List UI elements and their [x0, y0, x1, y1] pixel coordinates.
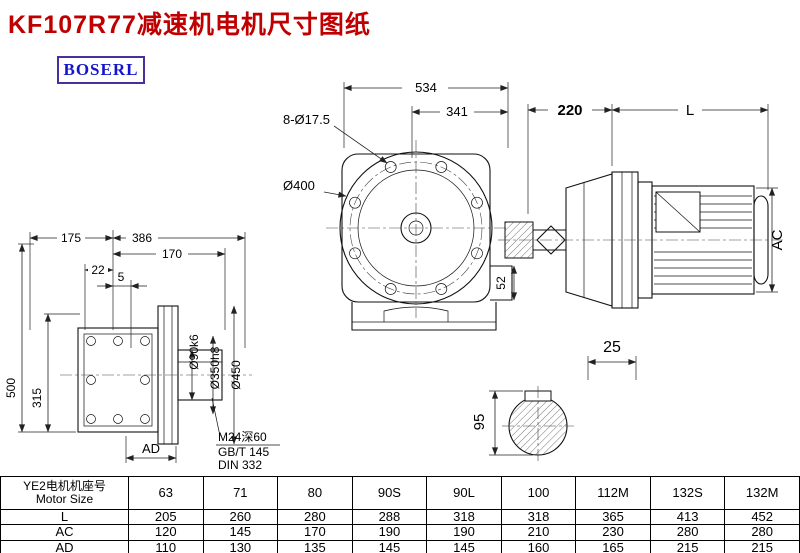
table-cell: 130	[202, 539, 279, 553]
table-cell: 215	[724, 539, 800, 553]
dim-220-label: 220	[557, 102, 582, 119]
dim-52-label: 52	[494, 276, 508, 290]
table-cell: 413	[649, 508, 726, 526]
motor-size-table: YE2电机机座号 Motor Size 63 71 80 90S 90L 100…	[0, 476, 800, 553]
cover-bolts	[86, 336, 150, 424]
bolt-holes-label: 8-Ø17.5	[283, 112, 330, 127]
motor-side-view	[498, 171, 784, 309]
tap-spec-line2: GB/T 145	[218, 445, 269, 459]
gearbox-body	[77, 327, 159, 433]
dim-AC-label: AC	[769, 229, 786, 250]
dim-d450-label: Ø450	[229, 360, 243, 390]
table-cell: 145	[351, 539, 428, 553]
table-header-cell: 90S	[351, 476, 428, 510]
table-cell: 205	[128, 508, 204, 526]
table-header-cell: 132M	[724, 476, 800, 510]
dim-341-label: 341	[446, 104, 468, 119]
motor-view-dimensions: 220 L AC	[527, 101, 786, 293]
table-cell: 318	[426, 508, 502, 526]
motor-size-label-en: Motor Size	[35, 492, 94, 506]
table-cell: 165	[575, 539, 651, 553]
table-cell: 210	[500, 524, 577, 541]
table-cell: 280	[277, 508, 353, 526]
table-cell: 230	[575, 524, 651, 541]
table-cell: 120	[128, 524, 204, 541]
table-header-motor-size: YE2电机机座号 Motor Size	[0, 476, 129, 510]
front-view-dimensions: 534 341 8-Ø17.5 Ø400 52	[283, 80, 518, 301]
tap-spec-line1: M24深60	[218, 430, 267, 444]
dim-25-label: 25	[603, 339, 621, 356]
dim-AD-label: AD	[142, 441, 160, 456]
table-header-row: YE2电机机座号 Motor Size 63 71 80 90S 90L 100…	[0, 476, 800, 510]
dim-170-label: 170	[162, 247, 182, 261]
table-row-AD: AD 110 130 135 145 145 160 165 215 215	[0, 539, 800, 553]
table-header-cell: 100	[500, 476, 577, 510]
dim-d90k6-label: Ø90k6	[187, 334, 201, 370]
row-label: L	[0, 508, 129, 526]
table-cell: 215	[649, 539, 726, 553]
table-header-cell: 71	[202, 476, 279, 510]
table-header-cell: 132S	[649, 476, 726, 510]
table-cell: 365	[575, 508, 651, 526]
table-cell: 288	[351, 508, 428, 526]
table-cell: 135	[277, 539, 353, 553]
dim-d350-label: Ø350h8	[208, 346, 222, 389]
left-side-view	[60, 305, 252, 445]
table-row-AC: AC 120 145 170 190 190 210 230 280 280	[0, 524, 800, 541]
motor-size-label-cn: YE2电机机座号	[23, 478, 106, 493]
tap-spec-line3: DIN 332	[218, 458, 262, 472]
shaft-section-view: 95 25	[471, 339, 637, 464]
table-cell: 452	[724, 508, 800, 526]
dim-500-label: 500	[4, 378, 18, 398]
front-view	[326, 140, 513, 331]
table-cell: 318	[500, 508, 577, 526]
left-view-dimensions: 175 386 170 22 5 500 315 Ø90k6 Ø350h8 Ø4…	[4, 230, 280, 472]
brand-logo: BOSERL	[57, 56, 145, 84]
dim-386-label: 386	[132, 231, 152, 245]
table-cell: 145	[426, 539, 502, 553]
table-cell: 160	[500, 539, 577, 553]
table-cell: 110	[128, 539, 204, 553]
table-header-cell: 80	[277, 476, 353, 510]
table-row-L: L 205 260 280 288 318 318 365 413 452	[0, 508, 800, 526]
dim-22-label: 22	[91, 263, 105, 277]
page-title: KF107R77减速机电机尺寸图纸	[8, 11, 371, 39]
dim-5-label: 5	[118, 270, 125, 284]
table-header-cell: 90L	[426, 476, 502, 510]
table-cell: 190	[426, 524, 502, 541]
table-cell: 145	[202, 524, 279, 541]
table-cell: 280	[724, 524, 800, 541]
dim-175-label: 175	[61, 231, 81, 245]
row-label: AD	[0, 539, 129, 553]
table-cell: 260	[202, 508, 279, 526]
table-header-cell: 112M	[575, 476, 651, 510]
dim-534-label: 534	[415, 80, 437, 95]
dim-315-label: 315	[30, 388, 44, 408]
foot-base	[351, 302, 497, 331]
row-label: AC	[0, 524, 129, 541]
table-header-cell: 63	[128, 476, 204, 510]
bolt-holes	[349, 161, 483, 295]
table-cell: 170	[277, 524, 353, 541]
dim-d400-label: Ø400	[283, 178, 315, 193]
table-cell: 190	[351, 524, 428, 541]
coupling-diamond	[536, 225, 566, 255]
dim-95-label: 95	[471, 414, 488, 431]
table-cell: 280	[649, 524, 726, 541]
dim-L-label: L	[686, 102, 694, 119]
